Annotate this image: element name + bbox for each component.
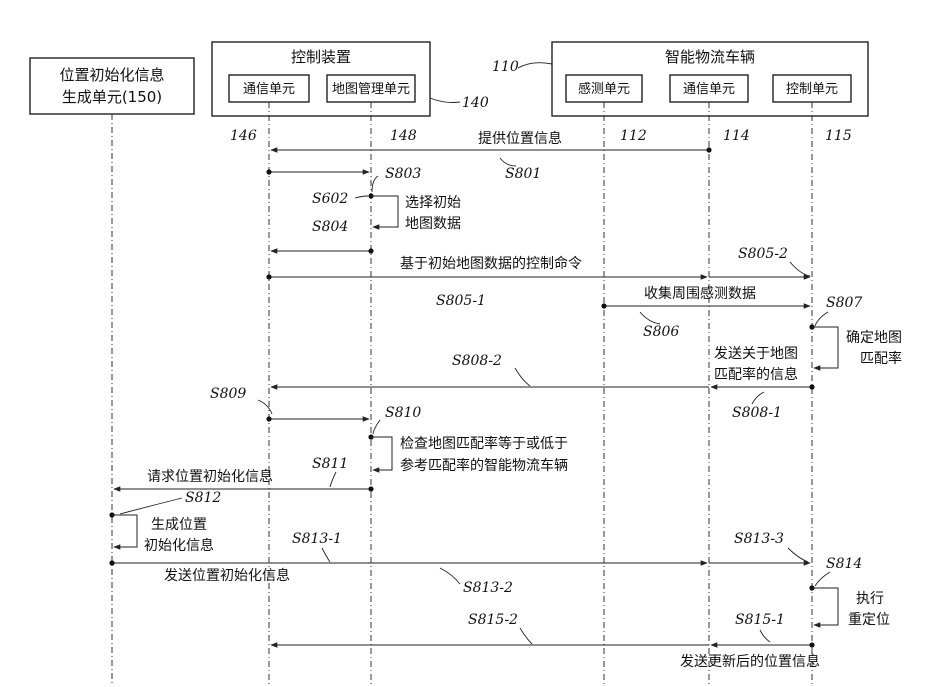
selfloop-s803 (371, 196, 398, 227)
msg-generate-2: 初始化信息 (144, 537, 214, 554)
step-s813-2: S813-2 (463, 580, 513, 596)
msg-request-init: 请求位置初始化信息 (147, 468, 273, 485)
step-s805-1: S805-1 (436, 293, 486, 309)
msg-control-command: 基于初始地图数据的控制命令 (400, 255, 582, 272)
dot-s809 (266, 416, 271, 421)
leader-s812 (120, 498, 182, 514)
step-s811: S811 (312, 456, 348, 472)
ref-112: 112 (620, 128, 647, 144)
leader-s808-1 (752, 392, 764, 404)
step-s815-2: S815-2 (468, 612, 518, 628)
selfloop-s814 (812, 588, 838, 625)
selfloop-s807 (812, 327, 838, 368)
step-s815-1: S815-1 (735, 612, 785, 628)
init-generator-title-line2: 生成单元(150) (62, 88, 162, 106)
leader-s815-2 (520, 628, 532, 644)
msg-send-init: 发送位置初始化信息 (164, 567, 290, 584)
ctrl-unit-115-label: 控制单元 (786, 82, 838, 97)
ref-115: 115 (825, 128, 852, 144)
dot-s811 (368, 486, 373, 491)
dot-s602 (266, 169, 271, 174)
step-s812: S812 (185, 490, 221, 506)
msg-determine-2: 匹配率 (860, 350, 902, 367)
dot-s815 (809, 642, 814, 647)
ref-140-leader (430, 98, 460, 103)
msg-select-initial-1: 选择初始 (405, 194, 461, 211)
leader-s803 (372, 176, 378, 192)
msg-check-1: 检查地图匹配率等于或低于 (400, 435, 568, 452)
ref-146: 146 (230, 128, 257, 144)
leader-s801 (500, 158, 516, 166)
leader-s814 (815, 572, 830, 586)
ref-110: 110 (492, 59, 519, 75)
leader-s811 (330, 472, 336, 487)
step-s805-2: S805-2 (738, 246, 788, 262)
msg-relocate-2: 重定位 (848, 612, 890, 628)
init-generator-title-line1: 位置初始化信息 (59, 66, 164, 84)
step-s804: S804 (312, 219, 348, 235)
leader-s813-3 (788, 548, 808, 562)
step-s809: S809 (210, 386, 246, 402)
step-s807: S807 (826, 295, 862, 311)
ref-114: 114 (723, 128, 750, 144)
msg-determine-1: 确定地图 (846, 330, 902, 346)
dot-s813 (109, 560, 114, 565)
dot-s805 (266, 274, 271, 279)
step-s808-2: S808-2 (452, 353, 502, 369)
leader-s602 (355, 196, 368, 198)
control-device-title: 控制装置 (291, 48, 351, 66)
comm-unit-146-label: 通信单元 (243, 82, 295, 97)
dot-s808 (809, 384, 814, 389)
step-s801: S801 (505, 166, 541, 182)
leader-s810 (373, 420, 380, 434)
ref-110-leader (518, 63, 552, 68)
map-unit-148-label: 地图管理单元 (332, 82, 410, 97)
dot-s804 (368, 248, 373, 253)
selfloop-s810 (371, 437, 392, 470)
ref-148: 148 (390, 128, 417, 144)
step-s814: S814 (826, 556, 862, 572)
leader-s807 (815, 312, 828, 326)
vehicle-title: 智能物流车辆 (665, 48, 755, 66)
msg-provide-position: 提供位置信息 (478, 130, 562, 147)
leader-s808-2 (515, 368, 530, 386)
step-s813-3: S813-3 (734, 531, 784, 547)
msg-send-match-2: 匹配率的信息 (714, 366, 798, 383)
leader-s806 (640, 312, 660, 324)
selfloop-s812 (112, 515, 137, 547)
sense-unit-112-label: 感测单元 (578, 81, 630, 97)
leader-s805-2 (790, 262, 810, 276)
step-s813-1: S813-1 (292, 531, 342, 547)
msg-generate-1: 生成位置 (151, 517, 207, 533)
msg-select-initial-2: 地图数据 (405, 216, 461, 232)
leader-s809 (258, 400, 272, 414)
step-s810: S810 (385, 405, 421, 421)
step-s808-1: S808-1 (732, 405, 782, 421)
step-s806: S806 (643, 324, 679, 340)
step-s803: S803 (385, 166, 421, 182)
msg-relocate-1: 执行 (856, 591, 884, 607)
ref-140: 140 (462, 95, 489, 111)
leader-s813-1 (322, 548, 330, 562)
leader-s815-1 (760, 630, 770, 642)
msg-send-updated: 发送更新后的位置信息 (680, 653, 820, 670)
leader-s813-2 (440, 568, 460, 584)
comm-unit-114-label: 通信单元 (683, 82, 735, 97)
dot-s806 (601, 303, 606, 308)
msg-collect-sensing: 收集周围感测数据 (644, 285, 756, 302)
step-s602: S602 (312, 191, 348, 207)
dot-s801 (706, 147, 711, 152)
msg-check-2: 参考匹配率的智能物流车辆 (400, 457, 568, 474)
msg-send-match-1: 发送关于地图 (714, 346, 798, 362)
